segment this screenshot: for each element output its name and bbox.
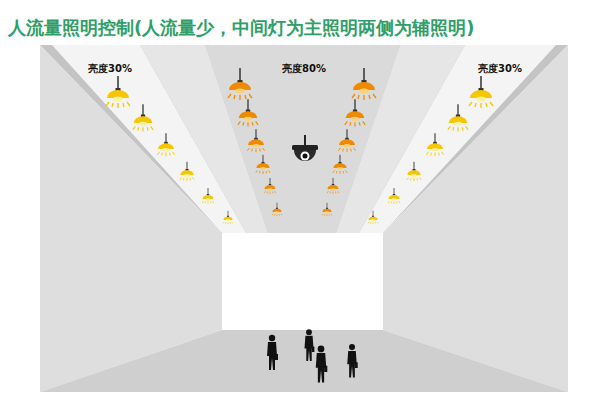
lamp <box>272 203 282 216</box>
lamp <box>327 178 339 194</box>
lamp <box>202 188 214 204</box>
title: 人流量照明控制(人流量少，中间灯为主照明两侧为辅照明) <box>8 16 474 40</box>
lamp <box>345 99 365 126</box>
lamp <box>264 178 276 194</box>
lamp <box>228 68 252 100</box>
lamp <box>223 211 233 224</box>
brightness-label: 亮度30% <box>88 62 132 76</box>
lamp <box>469 76 493 108</box>
brightness-label: 亮度30% <box>478 62 522 76</box>
lamp <box>238 99 258 126</box>
lamp <box>352 68 376 100</box>
lamp <box>338 129 355 152</box>
person <box>347 344 357 377</box>
lamp <box>388 188 400 204</box>
person <box>305 329 315 361</box>
person <box>267 335 278 370</box>
lamp <box>180 162 194 181</box>
lamp <box>407 162 421 181</box>
lamp <box>448 104 468 131</box>
camera <box>292 135 318 161</box>
lamp <box>368 211 378 224</box>
lamp <box>157 133 174 156</box>
lamp <box>247 129 264 152</box>
lamp <box>256 155 270 174</box>
back-wall <box>222 233 383 330</box>
person <box>316 346 328 383</box>
brightness-label: 亮度80% <box>282 62 326 76</box>
floor <box>40 330 568 392</box>
lamp <box>333 155 347 174</box>
lamp <box>322 203 332 216</box>
lamp <box>133 104 153 131</box>
lamp <box>426 133 443 156</box>
lamp <box>106 76 130 108</box>
